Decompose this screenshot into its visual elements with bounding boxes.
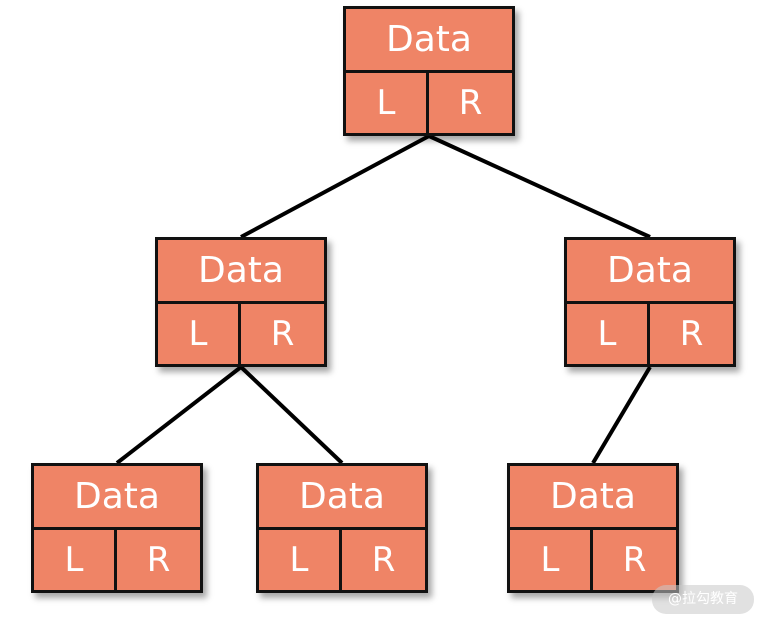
node-right-pointer: R <box>146 540 171 580</box>
node-right-pointer: R <box>371 540 396 580</box>
node-left-pointer: L <box>259 530 342 590</box>
edge-root-n3 <box>428 134 651 239</box>
node-data-label: Data <box>510 466 676 530</box>
node-data-label: Data <box>158 240 324 304</box>
node-data-label: Data <box>567 240 733 304</box>
node-data-label: Data <box>259 466 425 530</box>
node-data-label: Data <box>346 9 512 73</box>
node-right-pointer: R <box>679 314 704 354</box>
edge-root-n2 <box>240 134 430 239</box>
node-right-pointer: R <box>458 83 483 123</box>
node-left-pointer: L <box>34 530 117 590</box>
node-right-pointer: R <box>622 540 647 580</box>
node-left-pointer: L <box>567 304 650 364</box>
node-right-pointer: R <box>270 314 295 354</box>
edge-n3-n6 <box>591 365 652 465</box>
node-data-label: Data <box>34 466 200 530</box>
node-left-pointer: L <box>158 304 241 364</box>
edge-n2-n4 <box>115 365 243 465</box>
watermark: @拉勾教育 <box>652 585 754 614</box>
edge-n2-n5 <box>239 365 344 465</box>
node-left-pointer: L <box>346 73 429 133</box>
node-left-pointer: L <box>510 530 593 590</box>
